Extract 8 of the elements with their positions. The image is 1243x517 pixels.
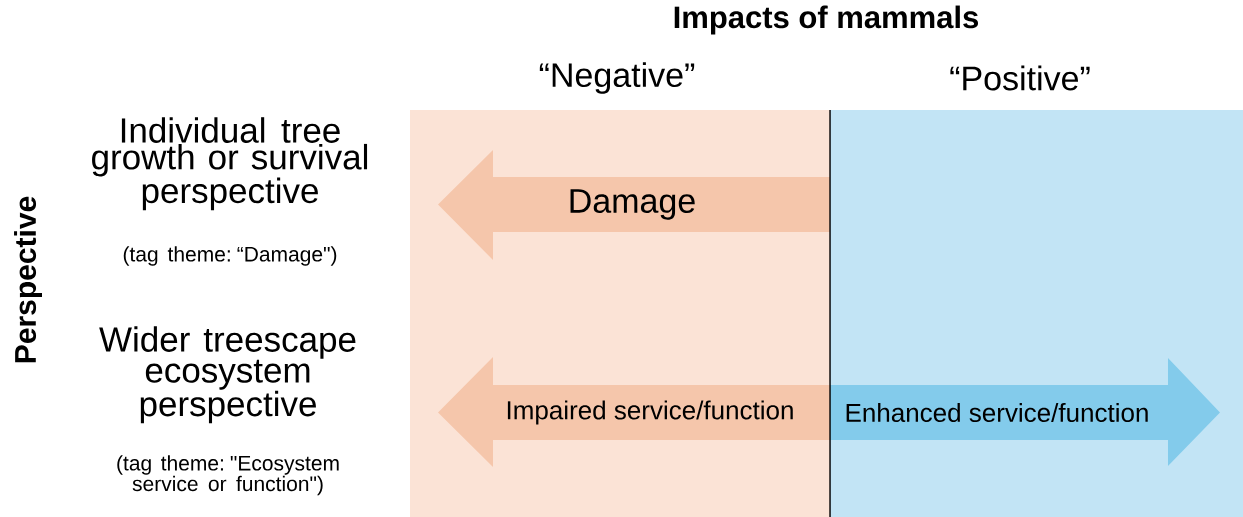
row-label: Wider treescape ecosystem perspective — [99, 326, 356, 424]
tag-note: (tag theme: "Ecosystem service or function") — [117, 455, 339, 496]
row-label: Individual tree growth or survival perspective — [92, 117, 368, 211]
tag-note: (tag theme: “Damage") — [123, 246, 337, 266]
node-label: “Negative” — [539, 62, 695, 94]
axis-label: Perspective — [14, 196, 42, 363]
title: Impacts of mammals — [674, 5, 978, 35]
node-label: “Positive” — [950, 65, 1090, 91]
